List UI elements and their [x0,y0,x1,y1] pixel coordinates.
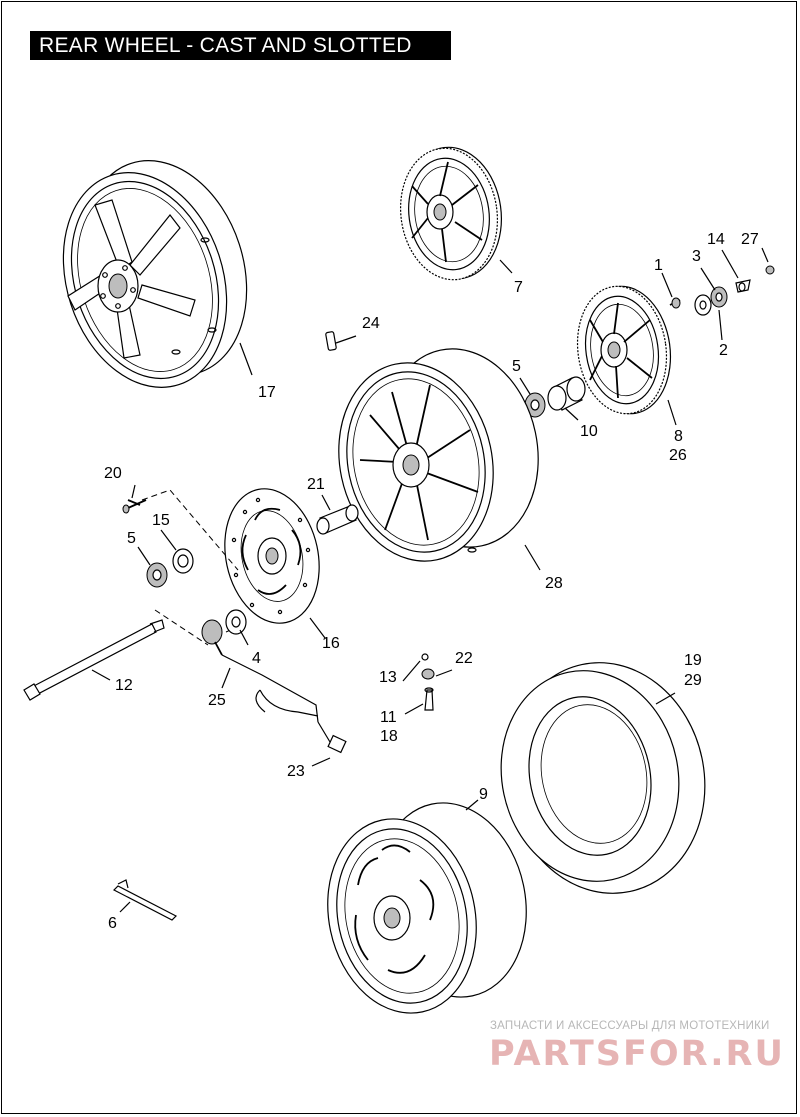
bolt-20 [122,499,147,514]
callout-25: 25 [208,692,226,709]
callout-7: 7 [514,279,523,296]
brake-disc-16 [224,488,320,624]
callout-10: 10 [580,423,598,440]
callout-21: 21 [307,476,325,493]
wheel-speed-sensor-25 [201,609,347,754]
callout-29: 29 [684,672,702,689]
callout-4: 4 [252,650,261,667]
callout-27: 27 [741,231,759,248]
cast-wheel-17 [62,160,248,388]
callout-14: 14 [707,231,725,248]
clip-24 [325,331,337,351]
callout-3: 3 [692,248,701,265]
callout-18: 18 [380,728,398,745]
bearing-and-spacer [524,376,586,418]
callout-17: 17 [258,384,276,401]
rear-pulley-7 [399,146,503,281]
callout-6: 6 [108,915,117,932]
callout-22: 22 [455,650,473,667]
pulley-hardware [669,265,775,316]
rear-pulley-8 [576,285,672,415]
callout-12: 12 [115,677,133,694]
bearing-15 [172,548,194,574]
bearing-5-left [146,562,168,588]
callout-26: 26 [669,447,687,464]
cast-wheel-28 [338,348,539,562]
valve-stem [421,653,435,711]
callout-9: 9 [479,786,488,803]
callout-23: 23 [287,763,305,780]
axle-12 [23,619,165,701]
slotted-wheel-9 [327,802,527,1014]
tire-19 [500,662,706,894]
spacer-21 [316,504,359,535]
cable-strap-6 [112,879,178,921]
callout-13: 13 [379,669,397,686]
callout-19: 19 [684,652,702,669]
callout-8: 8 [674,428,683,445]
watermark-tagline: ЗАПЧАСТИ И АКСЕССУАРЫ ДЛЯ МОТОТЕХНИКИ [490,1020,770,1032]
callout-2: 2 [719,342,728,359]
callout-5-left: 5 [127,530,136,547]
watermark-logo: PARTSFOR.RU [489,1034,785,1074]
leader-lines [91,247,769,913]
callout-24: 24 [362,315,380,332]
callout-16: 16 [322,635,340,652]
page-title: REAR WHEEL - CAST AND SLOTTED [30,31,451,60]
callout-1: 1 [654,257,663,274]
callout-11: 11 [380,709,397,726]
callout-15: 15 [152,512,170,529]
callout-5-right: 5 [512,358,521,375]
callout-28: 28 [545,575,563,592]
callout-20: 20 [104,465,122,482]
